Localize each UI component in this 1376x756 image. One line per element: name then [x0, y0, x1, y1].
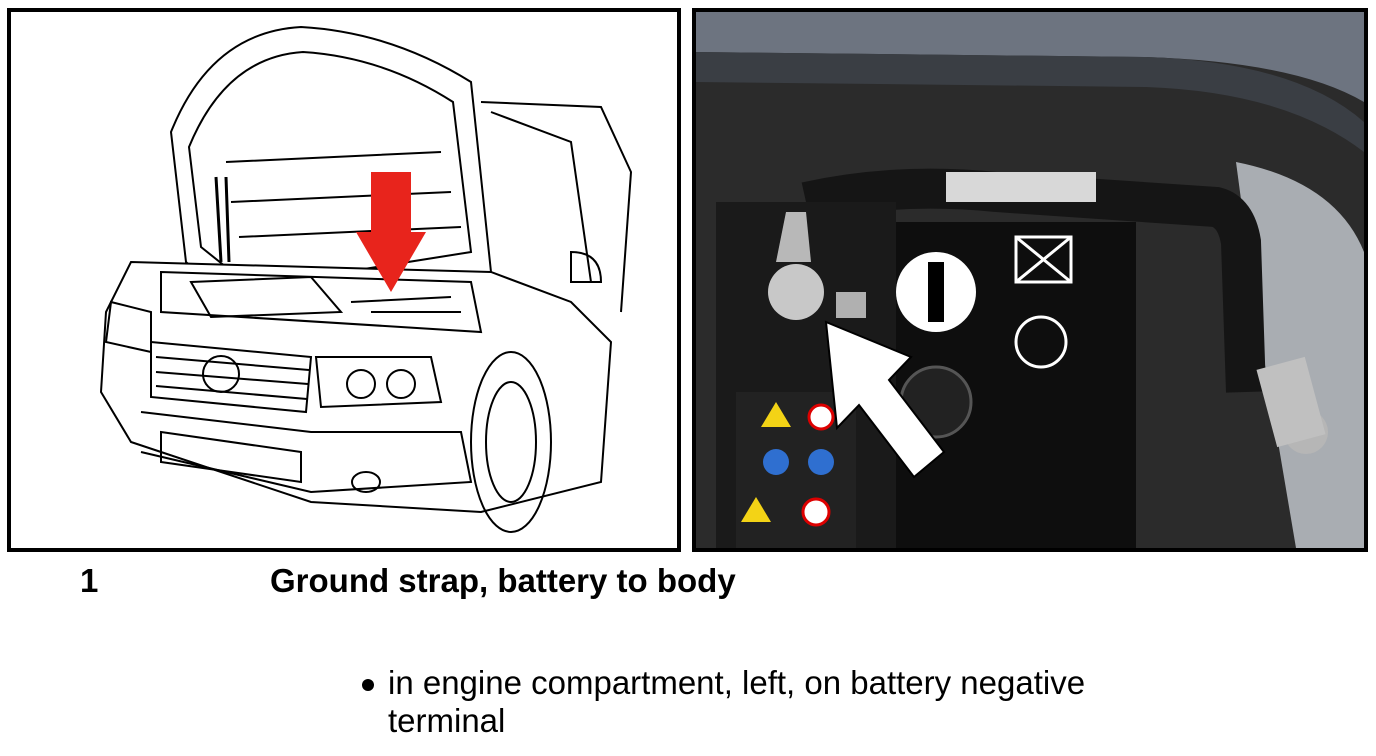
battery-terminal-photo: [696, 12, 1364, 548]
bullet-icon: [362, 679, 374, 691]
bullet-text: in engine compartment, left, on battery …: [388, 664, 1086, 739]
car-line-drawing: [99, 25, 633, 533]
battery-photo-panel: [692, 8, 1368, 552]
white-pointer-arrow-icon: [824, 320, 946, 479]
entry-number: 1: [80, 562, 99, 599]
entry-title: Ground strap, battery to body: [270, 562, 736, 599]
car-illustration-panel: [7, 8, 681, 552]
bullet-item: in engine compartment, left, on battery …: [362, 664, 1182, 740]
red-down-arrow-icon: [356, 172, 426, 292]
